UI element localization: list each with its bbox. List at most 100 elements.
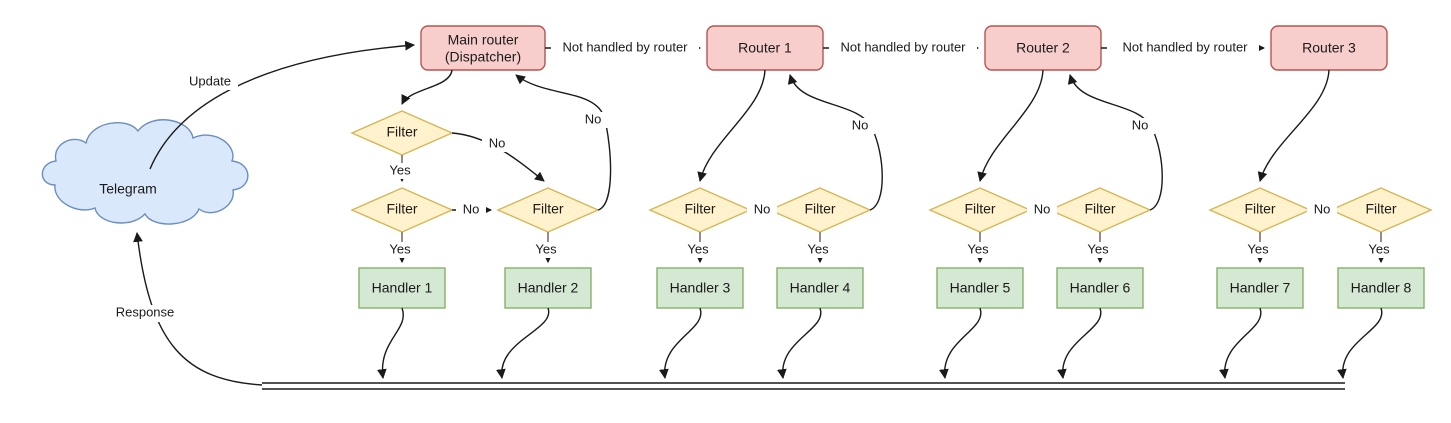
edge-label-yes-9: Yes: [1368, 241, 1390, 256]
edge-label-yes-6: Yes: [967, 241, 989, 256]
edge-handler2-to-bus: [496, 307, 550, 379]
handler-5-box: [936, 267, 1024, 309]
label-backdrop: [959, 242, 997, 258]
label-backdrop: [1360, 242, 1398, 258]
cloud-shape: [41, 119, 249, 225]
label-backdrop: [527, 242, 565, 258]
edge-filter7-no-return: [1067, 74, 1163, 211]
handler-6[interactable]: Handler 6: [1056, 267, 1144, 309]
filter-4-shape: [648, 187, 752, 233]
label-backdrop: [1239, 242, 1277, 258]
edge-label-yes-8: Yes: [1247, 241, 1269, 256]
edge-label-yes-2: Yes: [389, 241, 411, 256]
label-backdrop: [182, 74, 238, 90]
label-backdrop: [1125, 118, 1155, 134]
edge-label-yes-5: Yes: [807, 241, 829, 256]
filter-9-shape: [1329, 187, 1433, 233]
edge-handler1-to-bus: [376, 307, 404, 379]
handler-4[interactable]: Handler 4: [776, 267, 864, 309]
handler-4-box: [776, 267, 864, 309]
edge-label-no-7: No: [1132, 117, 1149, 132]
edge-response: Response: [105, 232, 263, 386]
router-3[interactable]: Router 3: [1270, 25, 1388, 71]
edge-label-yes-4: Yes: [687, 241, 709, 256]
edge-handler5-to-bus: [939, 307, 982, 379]
handler-3[interactable]: Handler 3: [656, 267, 744, 309]
label-backdrop: [679, 242, 717, 258]
edge-label-no-4: No: [754, 201, 771, 216]
filter-6-shape: [928, 187, 1032, 233]
edge-update: Update: [149, 40, 415, 170]
main-router[interactable]: Main router (Dispatcher): [420, 25, 546, 71]
edge-handler7-to-bus: [1219, 307, 1262, 379]
filter-9[interactable]: Filter: [1329, 187, 1433, 233]
handler-3-box: [656, 267, 744, 309]
edge-label-response: Response: [116, 304, 175, 319]
edge-label-yes-7: Yes: [1087, 241, 1109, 256]
filter-8[interactable]: Filter: [1208, 187, 1312, 233]
edge-handler6-to-bus: [1057, 307, 1102, 379]
response-bus: [262, 382, 1345, 390]
edge-filter3-no-return: [515, 74, 612, 211]
edge-label-no-3: No: [585, 111, 602, 126]
label-backdrop: [1027, 202, 1057, 218]
router-2[interactable]: Router 2: [984, 25, 1102, 71]
handler-1[interactable]: Handler 1: [358, 267, 446, 309]
label-backdrop: [1107, 40, 1259, 57]
handler-7-box: [1216, 267, 1304, 309]
filter-1[interactable]: Filter: [350, 110, 454, 156]
label-backdrop: [105, 305, 185, 322]
filter-3-shape: [496, 187, 600, 233]
filter-5[interactable]: Filter: [768, 187, 872, 233]
edge-label-no-2: No: [463, 201, 480, 216]
handler-8-box: [1337, 267, 1425, 309]
edge-handler4-to-bus: [777, 307, 822, 379]
router-2-box: [984, 25, 1102, 71]
filter-4[interactable]: Filter: [648, 187, 752, 233]
label-backdrop: [381, 163, 419, 179]
label-backdrop: [1079, 242, 1117, 258]
filter-7-shape: [1048, 187, 1152, 233]
edge-router3-to-filter8: [1257, 69, 1330, 182]
edge-label-no-8: No: [1314, 201, 1331, 216]
edge-router2-to-filter6: [977, 69, 1044, 182]
label-backdrop: [799, 242, 837, 258]
edge-label-no-6: No: [1034, 201, 1051, 216]
label-backdrop: [1307, 202, 1337, 218]
telegram-cloud[interactable]: Telegram: [41, 119, 249, 225]
handler-8[interactable]: Handler 8: [1337, 267, 1425, 309]
handler-2[interactable]: Handler 2: [504, 267, 592, 309]
handler-7[interactable]: Handler 7: [1216, 267, 1304, 309]
filter-2[interactable]: Filter: [350, 187, 454, 233]
edge-label-yes-1: Yes: [389, 162, 411, 177]
edge-mainrouter-to-filter1: [401, 69, 453, 105]
edge-router2-to-router3: Not handled by router: [1101, 39, 1265, 57]
label-backdrop: [551, 40, 699, 57]
filter-8-shape: [1208, 187, 1312, 233]
filter-3[interactable]: Filter: [496, 187, 600, 233]
handler-1-box: [358, 267, 446, 309]
edge-filter5-no-return: [787, 74, 883, 211]
edge-label-no-5: No: [852, 117, 869, 132]
edge-router1-to-router2: Not handled by router: [823, 39, 979, 57]
router-1[interactable]: Router 1: [706, 25, 824, 71]
label-backdrop: [747, 202, 777, 218]
edge-handler3-to-bus: [659, 307, 702, 379]
router-3-box: [1270, 25, 1388, 71]
label-backdrop: [456, 202, 486, 218]
filter-7[interactable]: Filter: [1048, 187, 1152, 233]
edge-label-not-handled-2: Not handled by router: [840, 39, 966, 54]
label-backdrop: [482, 136, 512, 152]
label-backdrop: [381, 242, 419, 258]
label-backdrop: [845, 118, 875, 134]
handler-2-box: [504, 267, 592, 309]
handler-5[interactable]: Handler 5: [936, 267, 1024, 309]
edge-label-not-handled-1: Not handled by router: [562, 39, 688, 54]
filter-2-shape: [350, 187, 454, 233]
label-backdrop: [578, 112, 608, 128]
filter-1-shape: [350, 110, 454, 156]
edge-label-no-1: No: [489, 135, 506, 150]
filter-6[interactable]: Filter: [928, 187, 1032, 233]
